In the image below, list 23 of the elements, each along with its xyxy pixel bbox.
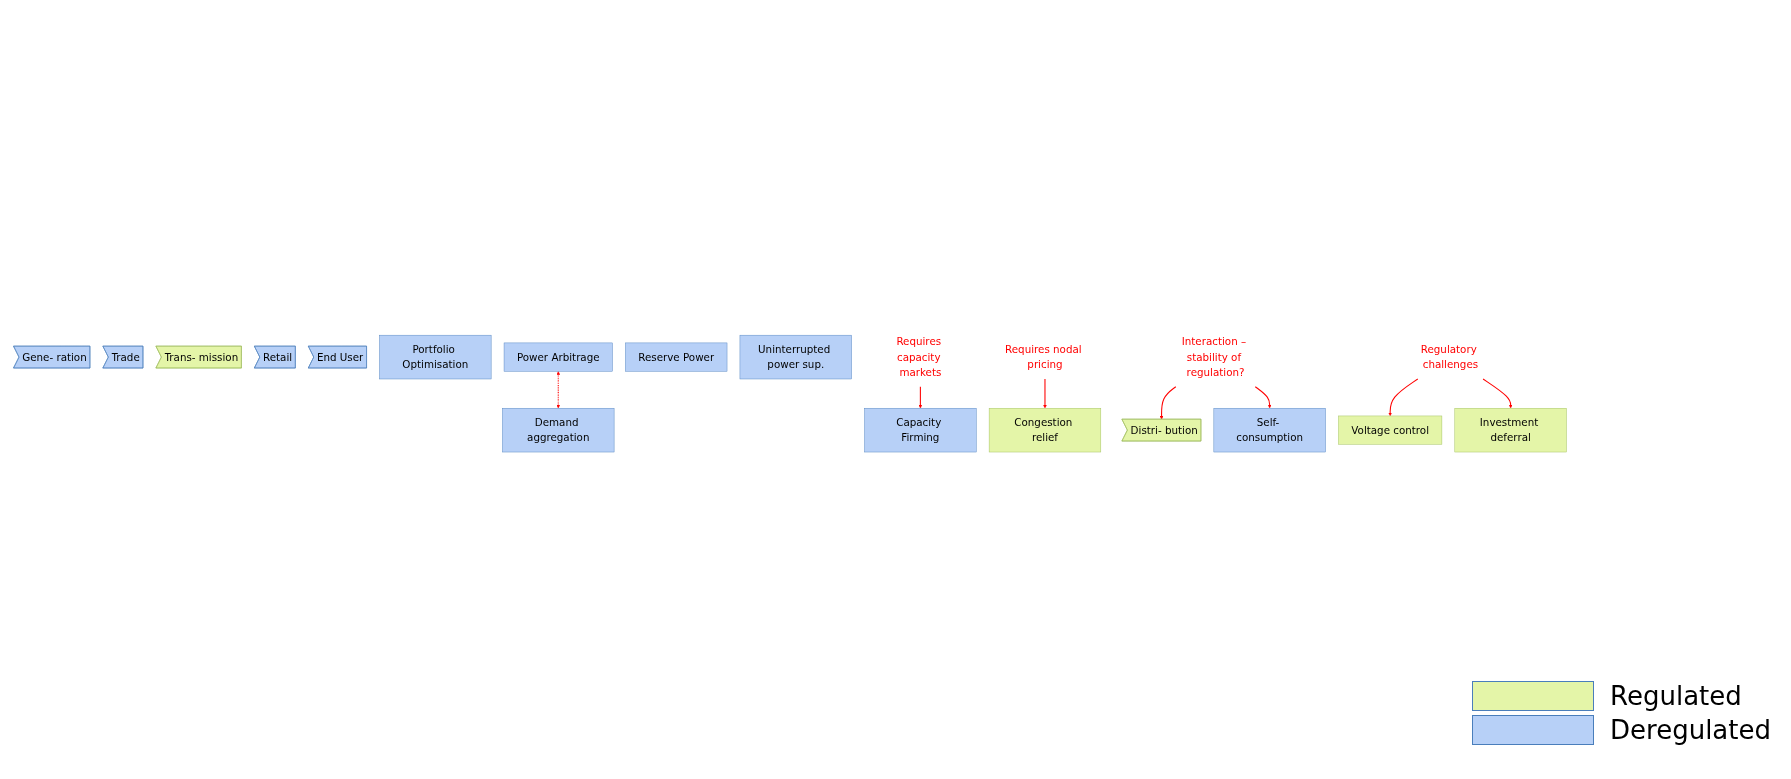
node-box: Capacity Firming <box>864 407 977 452</box>
node-box: Uninterrupted power sup. <box>739 334 852 379</box>
node-box: Portfolio Optimisation <box>379 334 492 379</box>
arrow <box>1254 385 1272 409</box>
arrow <box>556 371 561 409</box>
arrow <box>1159 385 1177 420</box>
node-text: Regulatory challenges <box>1420 343 1479 371</box>
node-text: Requires capacity markets <box>896 335 942 379</box>
node-box: Congestion relief <box>988 407 1102 452</box>
node-text: Interaction – stability of regulation? <box>1181 335 1247 379</box>
node-box: Power Arbitrage <box>503 342 613 372</box>
arrow <box>1482 378 1513 409</box>
node-box: Reserve Power <box>625 342 728 372</box>
node-box: Voltage control <box>1338 415 1443 445</box>
arrow <box>918 385 923 409</box>
legend-label: Regulated <box>1610 681 1742 711</box>
node-box: Self- consumption <box>1213 407 1326 452</box>
arrow <box>1388 378 1419 416</box>
node-box: Investment deferral <box>1454 407 1567 452</box>
legend-label: Deregulated <box>1610 715 1771 745</box>
arrow <box>1043 378 1047 409</box>
node-box: Demand aggregation <box>502 407 615 452</box>
node-text: Requires nodal pricing <box>1005 343 1082 371</box>
